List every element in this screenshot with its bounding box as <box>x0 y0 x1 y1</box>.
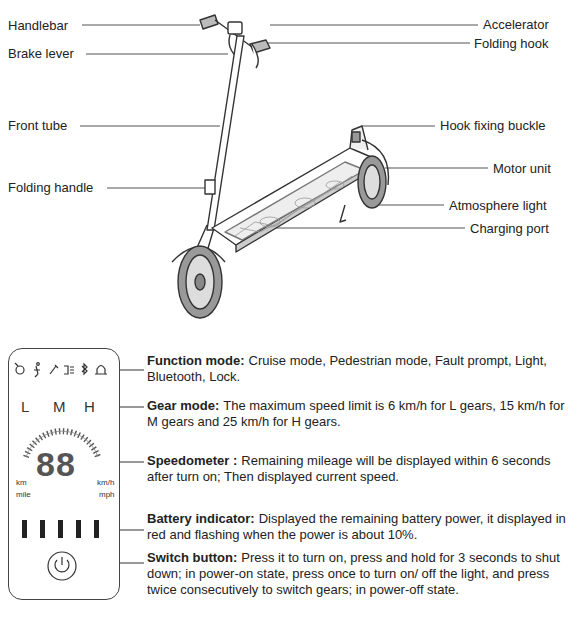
part-label: Front tube <box>8 118 67 133</box>
part-label: Charging port <box>470 221 549 236</box>
panel-text: km/h <box>97 479 114 487</box>
part-label: Hook fixing buckle <box>440 118 546 133</box>
part-label: Motor unit <box>493 161 551 176</box>
description-heading: Speedometer : <box>147 453 237 468</box>
description: Battery indicator:Displayed the remainin… <box>147 511 567 543</box>
part-label: Folding hook <box>474 36 548 51</box>
panel-text: mph <box>99 491 115 499</box>
part-label: Handlebar <box>8 18 68 33</box>
description: Switch button:Press it to turn on, press… <box>147 550 567 598</box>
part-label: Folding handle <box>8 180 93 195</box>
description-heading: Battery indicator: <box>147 511 255 526</box>
description-heading: Function mode: <box>147 353 245 368</box>
panel-text: L <box>21 399 29 414</box>
part-label: Brake lever <box>8 46 74 61</box>
description-heading: Gear mode: <box>147 398 219 413</box>
display-panel: L M H 88 km mile km/h mph <box>8 348 120 600</box>
panel-text: km <box>16 479 27 487</box>
part-label: Accelerator <box>483 17 549 32</box>
description-heading: Switch button: <box>147 550 237 565</box>
panel-text: 88 <box>36 447 76 481</box>
panel-text: M <box>53 399 66 414</box>
description: Speedometer :Remaining mileage will be d… <box>147 453 567 485</box>
part-label: Atmosphere light <box>449 198 547 213</box>
description: Gear mode:The maximum speed limit is 6 k… <box>147 398 567 430</box>
description: Function mode:Cruise mode, Pedestrian mo… <box>147 353 567 385</box>
panel-text: mile <box>16 491 31 499</box>
panel-text: H <box>84 399 95 414</box>
